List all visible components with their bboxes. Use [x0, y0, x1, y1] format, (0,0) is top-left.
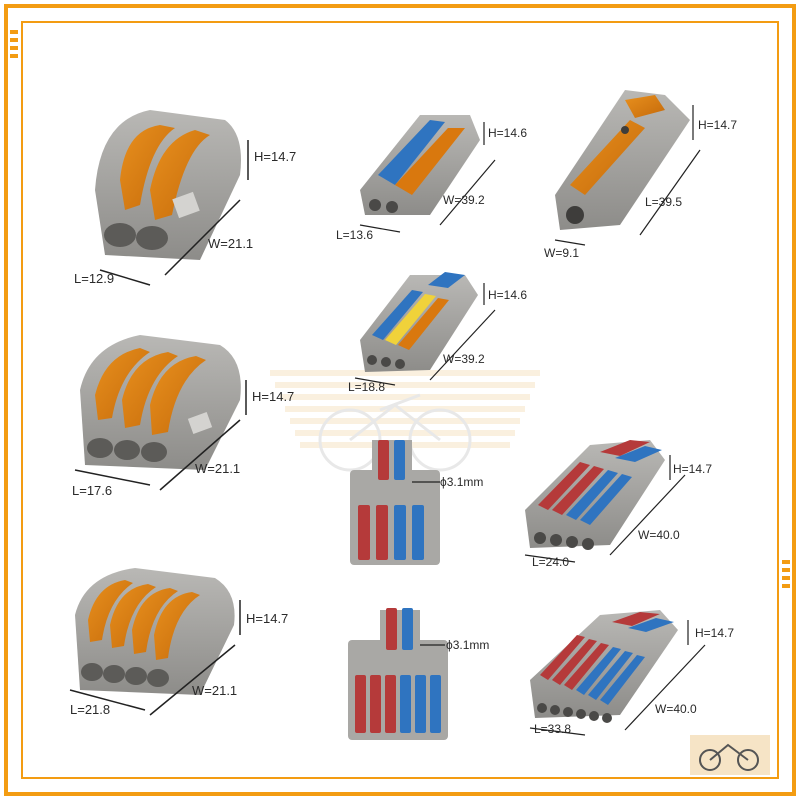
dim-label-c10-w: W=40.0	[655, 702, 697, 716]
dim-label-c8-l: L=24.0	[532, 555, 570, 569]
dim-label-c2-w: W=39.2	[443, 193, 485, 207]
dim-label-c5-h: H=14.6	[488, 288, 528, 302]
dimension-arrows-10	[529, 620, 706, 736]
dim-label-c1-h: H=14.7	[254, 149, 297, 164]
connector-2-way-split	[360, 115, 480, 215]
connector-3-way-split	[360, 272, 478, 372]
dim-label-c4-l: L=17.6	[72, 483, 113, 498]
dim-label-c3-w: L=39.5	[645, 195, 683, 209]
dim-label-c3-h: H=14.7	[698, 118, 738, 132]
dimension-arrows-2	[359, 122, 496, 233]
orange-border-frame	[4, 4, 796, 796]
dim-label-c10-h: H=14.7	[695, 626, 735, 640]
dim-label-c5-w: W=39.2	[443, 352, 485, 366]
connector-2-way-large	[95, 110, 241, 260]
dim-label-c6-h: H=14.7	[246, 611, 289, 626]
dim-label-c4-h: H=14.7	[252, 389, 295, 404]
dim-label-c1-w: W=21.1	[208, 236, 254, 251]
dim-label-c2-l: L=13.6	[336, 228, 374, 242]
dimension-arrows-6	[69, 600, 241, 716]
dim-label-c8-h: H=14.7	[673, 462, 713, 476]
dim-label-c5-l: L=18.8	[348, 380, 386, 394]
dimension-arrows-1	[99, 140, 249, 286]
frame-corner-stripes-br	[782, 560, 790, 588]
dimension-arrows-4	[74, 380, 247, 491]
splitter-2-in-6-out	[348, 608, 448, 740]
dim-label-c8-w: W=40.0	[638, 528, 680, 542]
dimension-arrows-5	[354, 283, 496, 386]
dim-label-c9-d: ϕ3.1mm	[446, 638, 490, 652]
dim-label-c6-w: W=21.1	[192, 683, 238, 698]
dim-label-c6-l: L=21.8	[70, 702, 111, 717]
connector-6-way-split	[530, 610, 678, 723]
dim-label-c1-l: L=12.9	[74, 271, 115, 286]
dim-label-c3-l: W=9.1	[544, 246, 580, 260]
dim-label-c10-l: L=33.8	[534, 722, 572, 736]
connector-1-way-inline	[555, 90, 690, 230]
dimension-arrows-8	[524, 455, 686, 563]
dim-label-c2-h: H=14.6	[488, 126, 528, 140]
dim-label-c7-d: ϕ3.1mm	[440, 475, 484, 489]
frame-corner-stripes-tl	[10, 30, 18, 58]
connector-3-way-large	[80, 335, 241, 470]
dim-label-c4-w: W=21.1	[195, 461, 241, 476]
dimension-arrows-3	[554, 105, 701, 246]
connector-4-way-split	[525, 440, 665, 550]
brand-logo-corner	[690, 735, 770, 775]
splitter-2-in-4-out	[350, 440, 440, 565]
connector-4-way-large	[75, 568, 235, 695]
